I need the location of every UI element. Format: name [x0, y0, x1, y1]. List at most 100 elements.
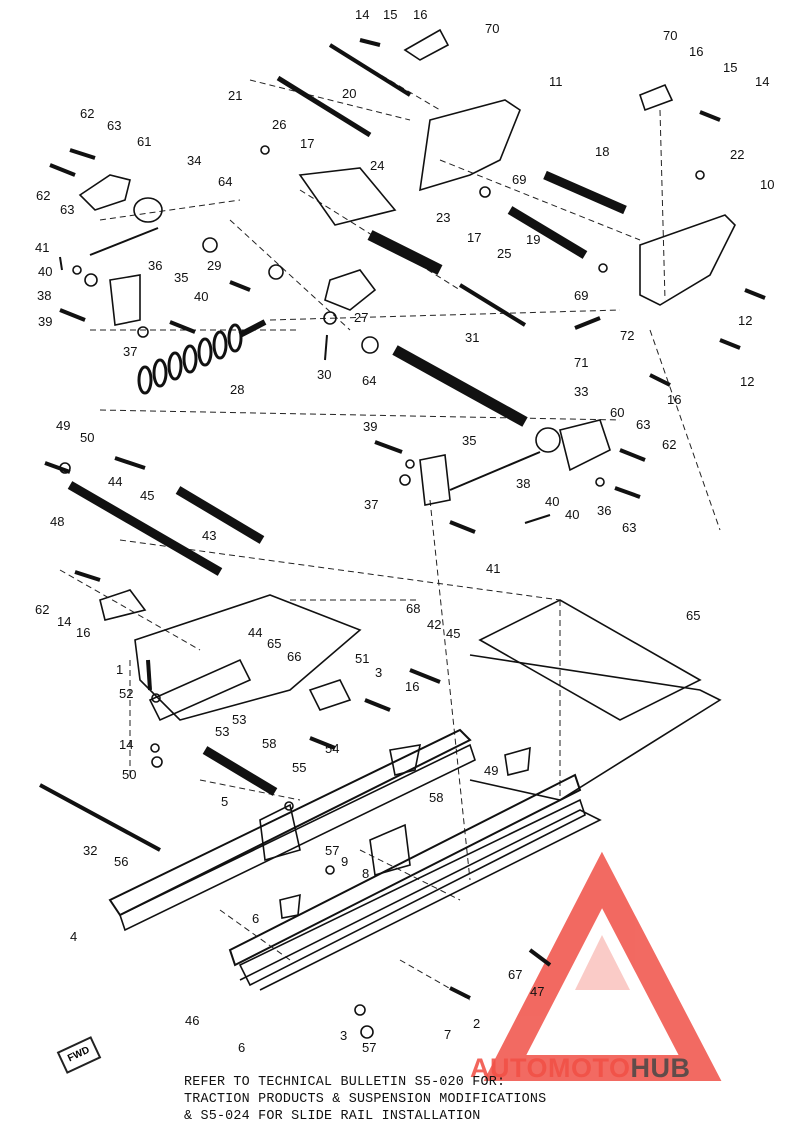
part-number-callout: 48	[50, 514, 64, 529]
part-number-callout: 1	[116, 662, 123, 677]
part-number-callout: 17	[300, 136, 314, 151]
note-line: TRACTION PRODUCTS & SUSPENSION MODIFICAT…	[184, 1092, 547, 1107]
part-number-callout: 40	[565, 507, 579, 522]
part-number-callout: 26	[272, 117, 286, 132]
part-number-callout: 66	[287, 649, 301, 664]
part-number-callout: 3	[375, 665, 382, 680]
part-number-callout: 45	[446, 626, 460, 641]
part-number-callout: 70	[663, 28, 677, 43]
part-number-callout: 67	[508, 967, 522, 982]
part-number-callout: 37	[123, 344, 137, 359]
part-number-callout: 55	[292, 760, 306, 775]
part-number-callout: 28	[230, 382, 244, 397]
part-number-callout: 16	[413, 7, 427, 22]
part-number-callout: 20	[342, 86, 356, 101]
part-number-callout: 63	[60, 202, 74, 217]
part-number-callout: 53	[232, 712, 246, 727]
watermark-brand: AUTOMOTOHUB	[470, 1053, 691, 1084]
watermark-logo	[483, 851, 722, 1081]
part-number-callout: 72	[620, 328, 634, 343]
parts-artwork	[39, 28, 766, 1039]
part-number-callout: 9	[341, 854, 348, 869]
part-number-callout: 12	[740, 374, 754, 389]
part-number-callout: 16	[76, 625, 90, 640]
part-number-callout: 54	[325, 741, 339, 756]
part-number-callout: 16	[667, 392, 681, 407]
part-number-callout: 10	[760, 177, 774, 192]
part-number-callout: 14	[355, 7, 369, 22]
part-number-callout: 41	[486, 561, 500, 576]
part-number-callout: 40	[38, 264, 52, 279]
part-number-callout: 14	[57, 614, 71, 629]
part-number-callout: 68	[406, 601, 420, 616]
part-number-callout: 57	[325, 843, 339, 858]
part-number-callout: 62	[36, 188, 50, 203]
part-number-callout: 69	[574, 288, 588, 303]
part-number-callout: 47	[530, 984, 544, 999]
part-number-callout: 16	[689, 44, 703, 59]
part-number-callout: 70	[485, 21, 499, 36]
part-number-callout: 27	[354, 310, 368, 325]
part-number-callout: 49	[56, 418, 70, 433]
part-number-callout: 49	[484, 763, 498, 778]
part-number-callout: 45	[140, 488, 154, 503]
part-number-callout: 21	[228, 88, 242, 103]
part-number-callout: 16	[405, 679, 419, 694]
part-number-callout: 64	[218, 174, 232, 189]
part-number-callout: 44	[108, 474, 122, 489]
part-number-callout: 11	[549, 74, 563, 89]
part-number-callout: 22	[730, 147, 744, 162]
note-line: REFER TO TECHNICAL BULLETIN S5-020 FOR:	[184, 1075, 506, 1090]
part-number-callout: 39	[363, 419, 377, 434]
part-number-callout: 57	[362, 1040, 376, 1055]
part-number-callout: 30	[317, 367, 331, 382]
part-number-callout: 6	[238, 1040, 245, 1055]
part-number-callout: 65	[686, 608, 700, 623]
part-number-callout: 18	[595, 144, 609, 159]
part-number-callout: 14	[119, 737, 133, 752]
part-number-callout: 37	[364, 497, 378, 512]
part-number-callout: 51	[355, 651, 369, 666]
part-number-callout: 65	[267, 636, 281, 651]
part-number-callout: 36	[148, 258, 162, 273]
part-number-callout: 33	[574, 384, 588, 399]
part-number-callout: 62	[80, 106, 94, 121]
part-number-callout: 4	[70, 929, 77, 944]
part-number-callout: 23	[436, 210, 450, 225]
part-number-callout: 31	[465, 330, 479, 345]
part-number-callout: 42	[427, 617, 441, 632]
part-number-callout: 60	[610, 405, 624, 420]
part-number-callout: 41	[35, 240, 49, 255]
part-number-callout: 50	[80, 430, 94, 445]
part-number-callout: 46	[185, 1013, 199, 1028]
part-number-callout: 38	[516, 476, 530, 491]
part-number-callout: 6	[252, 911, 259, 926]
part-number-callout: 63	[107, 118, 121, 133]
part-number-callout: 19	[526, 232, 540, 247]
guide-lines	[59, 44, 721, 1001]
note-line: & S5-024 FOR SLIDE RAIL INSTALLATION	[184, 1109, 481, 1124]
part-number-callout: 50	[122, 767, 136, 782]
technical-bulletin-note: REFER TO TECHNICAL BULLETIN S5-020 FOR: …	[184, 1074, 624, 1125]
part-number-callout: 36	[597, 503, 611, 518]
part-number-callout: 29	[207, 258, 221, 273]
part-number-callout: 15	[723, 60, 737, 75]
part-number-callout: 61	[137, 134, 151, 149]
part-number-callout: 62	[35, 602, 49, 617]
part-number-callout: 62	[662, 437, 676, 452]
part-number-callout: 32	[83, 843, 97, 858]
part-number-callout: 15	[383, 7, 397, 22]
part-number-callout: 69	[512, 172, 526, 187]
part-number-callout: 43	[202, 528, 216, 543]
part-number-callout: 17	[467, 230, 481, 245]
watermark-part1: AUTOMOTO	[470, 1053, 631, 1083]
part-number-callout: 8	[362, 866, 369, 881]
part-number-callout: 58	[429, 790, 443, 805]
part-number-callout: 63	[636, 417, 650, 432]
part-number-callout: 40	[194, 289, 208, 304]
part-number-callout: 58	[262, 736, 276, 751]
part-number-callout: 7	[444, 1027, 451, 1042]
part-number-callout: 53	[215, 724, 229, 739]
